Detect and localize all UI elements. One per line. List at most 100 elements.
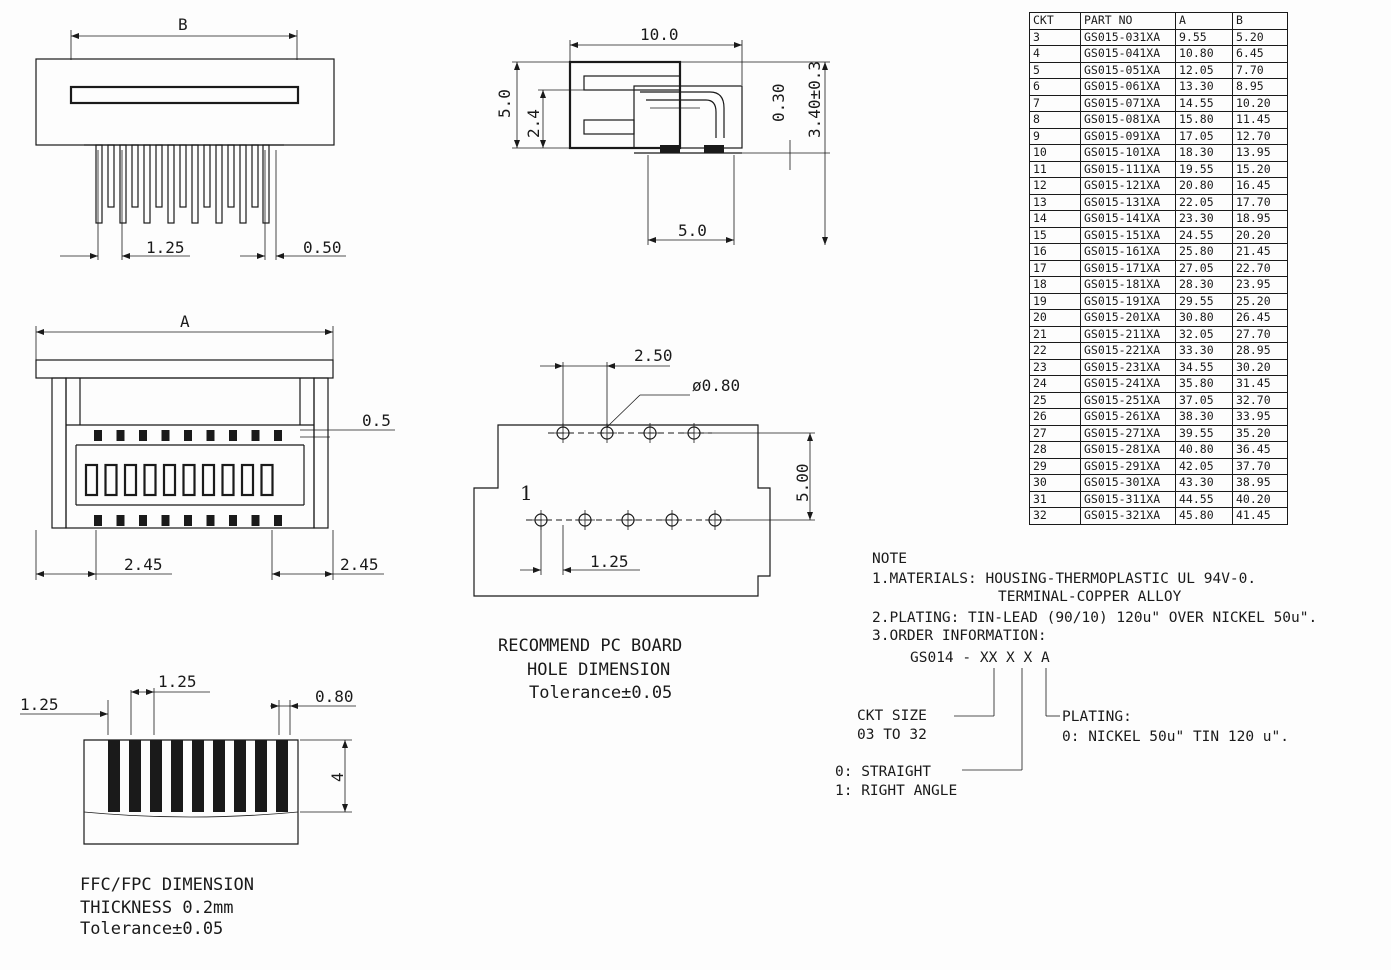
cell-part-no: GS015-161XA	[1080, 243, 1176, 261]
top-pin	[119, 144, 127, 224]
upper-contact	[94, 430, 102, 441]
table-header-row: CKT PART NO A B	[1029, 12, 1288, 30]
contact-slot	[201, 463, 216, 497]
cell-part-no: GS015-191XA	[1080, 292, 1176, 310]
cell-part-no: GS015-141XA	[1080, 210, 1176, 228]
contact-slot	[104, 463, 118, 497]
dim-right-margin: 2.45	[340, 555, 379, 574]
cell-b: 5.20	[1232, 28, 1288, 46]
cell-a: 15.80	[1175, 111, 1233, 129]
lower-contact	[161, 515, 170, 526]
cell-part-no: GS015-281XA	[1080, 441, 1176, 459]
lower-contact	[229, 515, 237, 526]
cell-part-no: GS015-111XA	[1080, 160, 1176, 178]
cell-part-no: GS015-131XA	[1080, 193, 1176, 211]
cell-part-no: GS015-101XA	[1080, 144, 1176, 162]
contact-slot	[84, 463, 99, 497]
side-view: 10.0 5.0 2.4 0.30 3.40±0.3 5.0	[495, 25, 830, 245]
contact-slot	[260, 463, 274, 497]
notes: NOTE 1.MATERIALS: HOUSING-THERMOPLASTIC …	[835, 551, 1317, 799]
cell-a: 22.05	[1175, 193, 1233, 211]
cell-a: 19.55	[1175, 160, 1233, 178]
cell-ckt: 14	[1029, 210, 1081, 228]
cell-part-no: GS015-271XA	[1080, 424, 1176, 442]
lower-contact	[116, 515, 125, 526]
cell-b: 41.45	[1232, 507, 1288, 525]
cell-b: 35.20	[1232, 424, 1288, 442]
cell-part-no: GS015-231XA	[1080, 358, 1176, 376]
cell-b: 13.95	[1232, 144, 1288, 162]
plating-label: PLATING:	[1062, 709, 1132, 725]
cell-a: 35.80	[1175, 375, 1233, 393]
cell-b: 10.20	[1232, 94, 1288, 112]
upper-contact	[274, 430, 282, 441]
dim-ffc-width: 0.80	[315, 687, 354, 706]
dim-pcb-pitch-row: 2.50	[634, 346, 673, 365]
cell-b: 32.70	[1232, 391, 1288, 409]
cell-a: 20.80	[1175, 177, 1233, 195]
cell-b: 17.70	[1232, 193, 1288, 211]
dim-side-overall: 3.40±0.3	[805, 61, 824, 138]
cell-b: 21.45	[1232, 243, 1288, 261]
ffc-caption-3: Tolerance±0.05	[80, 919, 223, 939]
cell-b: 30.20	[1232, 358, 1288, 376]
ffc-strip	[255, 740, 267, 812]
cell-part-no: GS015-181XA	[1080, 276, 1176, 294]
cell-part-no: GS015-211XA	[1080, 325, 1176, 343]
cell-b: 15.20	[1232, 160, 1288, 178]
top-view-pins	[95, 144, 270, 224]
cell-b: 23.95	[1232, 276, 1288, 294]
cell-a: 12.05	[1175, 61, 1233, 79]
cell-ckt: 29	[1029, 457, 1081, 475]
top-pin	[191, 144, 199, 224]
contact-slot	[123, 463, 138, 497]
upper-contact	[184, 430, 192, 441]
top-pin	[215, 144, 223, 224]
front-lower-contacts	[94, 515, 282, 526]
ffc-strip	[171, 740, 183, 812]
contact-slot	[240, 463, 255, 497]
lower-contact	[206, 515, 215, 526]
cell-part-no: GS015-261XA	[1080, 408, 1176, 426]
lower-contact	[94, 515, 102, 526]
cell-ckt: 32	[1029, 507, 1081, 525]
cell-a: 17.05	[1175, 127, 1233, 145]
cell-b: 20.20	[1232, 226, 1288, 244]
cell-b: 31.45	[1232, 375, 1288, 393]
cell-ckt: 20	[1029, 309, 1081, 327]
top-pin	[227, 144, 235, 208]
header-a: A	[1175, 12, 1233, 30]
pcb-caption-1: RECOMMEND PC BOARD	[498, 636, 682, 656]
cell-part-no: GS015-311XA	[1080, 490, 1176, 508]
cell-ckt: 21	[1029, 325, 1081, 343]
pcb-hole-view: 2.50 ø0.80 1 5.00 1.25 RECOMMEND PC BOAR…	[473, 346, 815, 703]
cell-b: 37.70	[1232, 457, 1288, 475]
contact-slot	[162, 463, 177, 497]
header-ckt: CKT	[1029, 12, 1081, 30]
dim-side-lead: 5.0	[678, 221, 707, 240]
cell-b: 8.95	[1232, 78, 1288, 96]
header-part-no: PART NO	[1080, 12, 1176, 30]
ffc-view: 1.25 1.25 0.80 4 FFC/FPC DIMENSION THICK…	[20, 672, 356, 939]
lower-contact	[251, 515, 260, 526]
ffc-strip	[129, 740, 141, 812]
cell-a: 34.55	[1175, 358, 1233, 376]
cell-part-no: GS015-081XA	[1080, 111, 1176, 129]
ffc-caption-1: FFC/FPC DIMENSION	[80, 875, 254, 895]
contact-slot	[143, 463, 157, 497]
cell-b: 33.95	[1232, 408, 1288, 426]
cell-b: 6.45	[1232, 45, 1288, 63]
upper-contact	[229, 430, 237, 441]
